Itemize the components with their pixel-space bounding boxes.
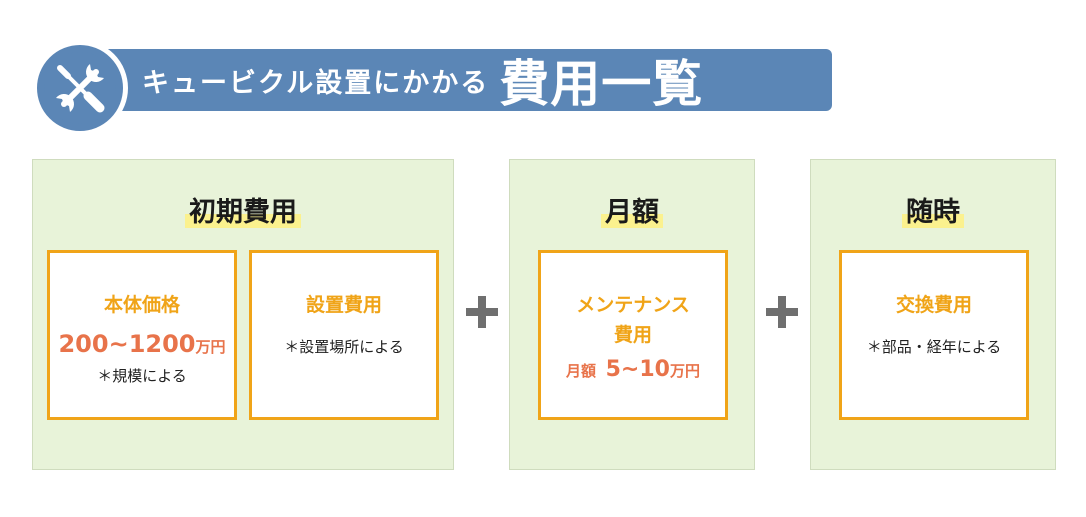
price-value: 200~1200 xyxy=(58,330,196,358)
card-title: 交換費用 xyxy=(895,294,972,316)
price-unit: 万円 xyxy=(195,338,226,356)
card-title-line1: メンテナンス xyxy=(576,294,690,316)
plus-icon xyxy=(766,296,798,328)
banner-main-title: 費用一覧 xyxy=(499,55,704,113)
card-note: ＊規模による xyxy=(97,367,187,385)
plus-icon xyxy=(466,296,498,328)
panel-anytime: 随時 交換費用 ＊部品・経年による xyxy=(810,159,1056,470)
price-prefix: 月額 xyxy=(566,362,597,380)
banner-bar xyxy=(72,49,832,111)
price-range: 200~1200万円 xyxy=(50,330,234,361)
card-title-line2: 費用 xyxy=(613,324,652,346)
header-banner: キュービクル設置にかかる 費用一覧 xyxy=(32,40,832,136)
price-range: 月額 5~10万円 xyxy=(541,356,725,385)
panel-title-monthly: 月額 xyxy=(601,197,663,228)
card-maintenance: メンテナンス 費用 月額 5~10万円 xyxy=(538,250,728,420)
card-note: ＊部品・経年による xyxy=(866,338,1002,356)
card-title: 本体価格 xyxy=(103,294,180,316)
price-value: 5~10 xyxy=(605,357,670,382)
panel-title-initial: 初期費用 xyxy=(185,197,301,228)
banner-title: キュービクル設置にかかる 費用一覧 xyxy=(142,49,703,113)
panel-title-anytime: 随時 xyxy=(902,197,964,228)
panel-monthly: 月額 メンテナンス 費用 月額 5~10万円 xyxy=(509,159,755,470)
card-title: 設置費用 xyxy=(305,294,382,316)
price-unit: 万円 xyxy=(669,362,700,380)
panel-initial-costs: 初期費用 本体価格 200~1200万円 ＊規模による 設置費用 ＊設置場所によ… xyxy=(32,159,454,470)
banner-subtitle: キュービクル設置にかかる xyxy=(142,67,490,99)
card-installation: 設置費用 ＊設置場所による xyxy=(249,250,439,420)
tools-icon xyxy=(56,64,105,113)
card-replacement: 交換費用 ＊部品・経年による xyxy=(839,250,1029,420)
card-body-price: 本体価格 200~1200万円 ＊規模による xyxy=(47,250,237,420)
card-note: ＊設置場所による xyxy=(284,338,404,356)
banner-icon-badge xyxy=(32,40,128,136)
